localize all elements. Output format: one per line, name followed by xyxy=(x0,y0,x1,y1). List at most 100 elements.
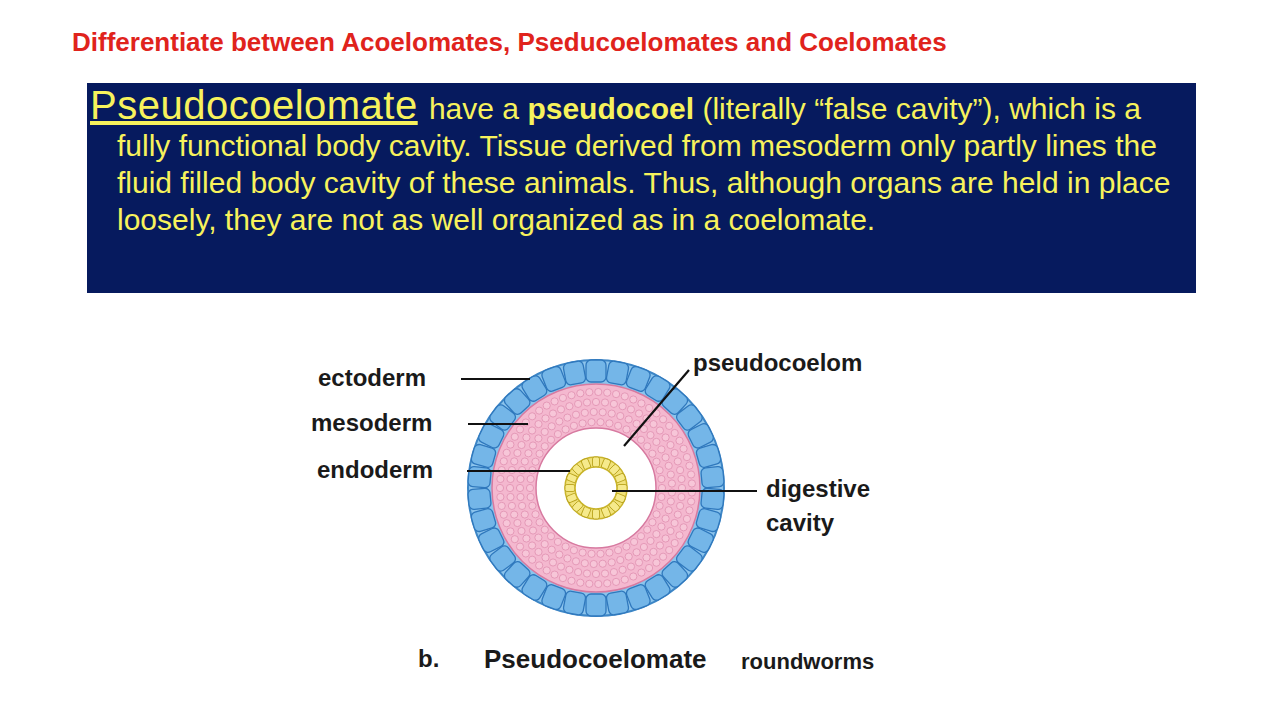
mesoderm-cell xyxy=(523,535,530,542)
mesoderm-cell xyxy=(630,396,637,403)
mesoderm-cell xyxy=(677,467,684,474)
mesoderm-cell xyxy=(536,562,543,569)
mesoderm-cell xyxy=(507,441,514,448)
endoderm-cells xyxy=(565,457,627,519)
ectoderm-cell xyxy=(563,360,587,385)
mesoderm-cell xyxy=(627,406,634,413)
mesoderm-cell xyxy=(508,502,515,509)
mesoderm-cell xyxy=(665,507,672,514)
mesoderm-cell xyxy=(541,443,548,450)
mesoderm-cell xyxy=(577,579,584,586)
mesoderm-cell xyxy=(665,462,672,469)
mesoderm-cell xyxy=(637,533,644,540)
mesoderm-cell xyxy=(527,475,534,482)
mesoderm-cell xyxy=(671,519,678,526)
mesoderm-cell xyxy=(638,569,645,576)
mesoderm-cell xyxy=(506,484,513,491)
part-label: digestive cavity xyxy=(766,472,916,540)
mesoderm-cell xyxy=(613,391,620,398)
mesoderm-cell xyxy=(507,475,514,482)
definition-paragraph: Pseudocoelomatehave apseudocoel(literall… xyxy=(87,83,1196,238)
mesoderm-texture xyxy=(496,388,695,587)
figure-letter: b. xyxy=(418,645,439,673)
endoderm-ring xyxy=(565,457,627,519)
mesoderm-cell xyxy=(621,393,628,400)
mesoderm-cell xyxy=(551,398,558,405)
mesoderm-cell xyxy=(551,571,558,578)
mesoderm-cell xyxy=(514,519,521,526)
term-heading: Pseudocoelomate xyxy=(90,83,418,127)
mesoderm-cell xyxy=(635,410,642,417)
mesoderm-cell xyxy=(668,480,675,487)
endoderm-cell xyxy=(593,457,600,467)
mesoderm-cell xyxy=(643,554,650,561)
mesoderm-cell xyxy=(548,423,555,430)
mesoderm-cell xyxy=(547,436,554,443)
mesoderm-cell xyxy=(667,527,674,534)
mesoderm-cell xyxy=(656,427,663,434)
mesoderm-cell xyxy=(516,484,523,491)
mesoderm-cell xyxy=(619,403,626,410)
mesoderm-cell xyxy=(541,526,548,533)
mesoderm-cell xyxy=(613,578,620,585)
mesoderm-cell xyxy=(633,420,640,427)
mesoderm-cell xyxy=(625,553,632,560)
mesoderm-cell xyxy=(671,449,678,456)
mesoderm-cell xyxy=(577,390,584,397)
mesoderm-cell xyxy=(667,471,674,478)
mesoderm-cell xyxy=(583,570,590,577)
mesoderm-cell xyxy=(518,441,525,448)
mesoderm-cell xyxy=(559,394,566,401)
mesoderm-cell xyxy=(666,422,673,429)
mesoderm-cell xyxy=(615,422,622,429)
mesoderm-cell xyxy=(619,566,626,573)
mesoderm-cell xyxy=(686,462,693,469)
mesoderm-cell xyxy=(662,454,669,461)
mesoderm-cell xyxy=(617,412,624,419)
mesoderm-cell xyxy=(535,421,542,428)
mesoderm-cell xyxy=(592,398,599,405)
pseudocoelom-space xyxy=(536,428,656,548)
mesoderm-cell xyxy=(592,570,599,577)
mesoderm-cell xyxy=(683,515,690,522)
mesoderm-cell xyxy=(671,539,678,546)
mesoderm-cell xyxy=(543,567,550,574)
mesoderm-cell xyxy=(640,543,647,550)
mesoderm-cell xyxy=(529,427,536,434)
mesoderm-cell xyxy=(586,580,593,587)
mesoderm-cell xyxy=(615,547,622,554)
mesoderm-cell xyxy=(590,560,597,567)
leader-line xyxy=(624,370,689,446)
mesoderm-cell xyxy=(568,577,575,584)
mesoderm-cell xyxy=(525,519,532,526)
mesoderm-cell xyxy=(556,418,563,425)
mesoderm-cell xyxy=(635,559,642,566)
part-label: endoderm xyxy=(317,456,433,484)
mesoderm-cell xyxy=(535,548,542,555)
mesoderm-cell xyxy=(649,450,656,457)
figure-caption: roundworms xyxy=(741,649,874,675)
mesoderm-cell xyxy=(511,536,518,543)
mesoderm-cell xyxy=(542,554,549,561)
mesoderm-cell xyxy=(542,415,549,422)
mesoderm-cell xyxy=(644,443,651,450)
leader-line xyxy=(467,470,570,472)
mesoderm-cell xyxy=(656,467,663,474)
part-label: pseudocoelom xyxy=(693,349,862,377)
mesoderm-cell xyxy=(658,446,665,453)
mesoderm-cell xyxy=(564,414,571,421)
mesoderm-cell xyxy=(547,533,554,540)
mesoderm-cell xyxy=(562,426,569,433)
mesoderm-cell xyxy=(653,511,660,518)
mesoderm-cell xyxy=(511,458,518,465)
mesoderm-cell xyxy=(610,569,617,576)
leader-line xyxy=(612,490,757,492)
mesoderm-cell xyxy=(496,484,503,491)
mesoderm-cell xyxy=(688,498,695,505)
mesoderm-cell xyxy=(625,416,632,423)
mesoderm-cell xyxy=(606,549,613,556)
mesoderm-cell xyxy=(676,437,683,444)
mesoderm-cell xyxy=(498,502,505,509)
mesoderm-cell xyxy=(564,555,571,562)
mesoderm-cell xyxy=(568,392,575,399)
